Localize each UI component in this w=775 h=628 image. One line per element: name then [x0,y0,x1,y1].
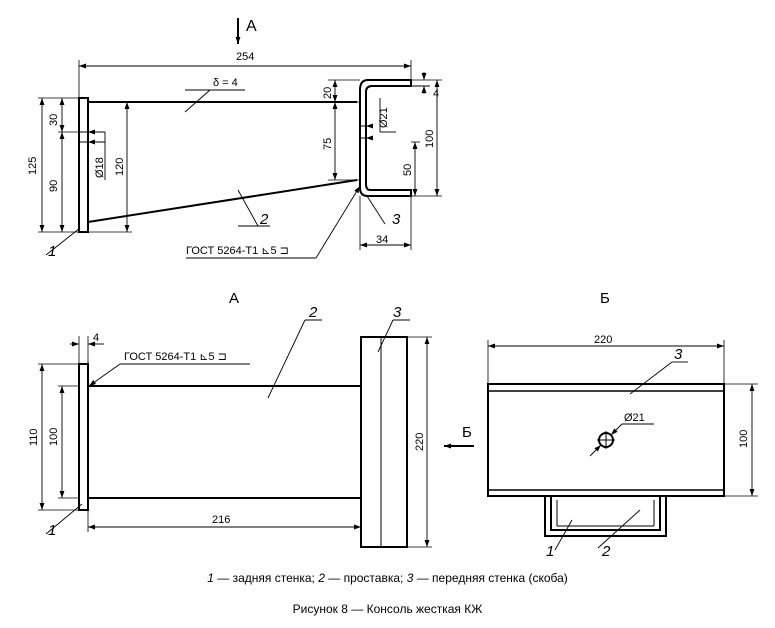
dim-a-100-label: 100 [48,428,60,446]
dim-b-21 [589,444,602,457]
leader-p2-top [237,189,259,227]
leader-p2-a [267,319,306,399]
dim-b-100-label: 100 [738,430,750,448]
part-ref-3-top: 3 [392,211,401,228]
spacer-a [87,385,362,499]
parts-legend: 1 — задняя стенка; 2 — проставка; 3 — пе… [0,571,775,585]
part-ref-1-a: 1 [48,522,56,539]
view-a: А [28,290,474,548]
view-arrow-b-label: Б [462,424,472,441]
part-ref-2-top: 2 [259,211,269,228]
part-ref-1-b: 1 [546,543,554,560]
console-drawing: А [27,18,758,560]
weld-note-a: ГОСТ 5264-Т1 ⊾5 ⊐ [124,351,227,363]
part-ref-3-a: 3 [393,304,402,321]
dim-20-label: 20 [322,87,334,99]
side-view: А [27,18,442,260]
dim-4-label: 4 [433,88,439,100]
dim-254-label: 254 [236,51,254,63]
legend-text-3: — передняя стенка (скоба) [413,571,568,585]
legend-text-1: — задняя стенка; [213,571,319,585]
dim-34-label: 34 [376,234,388,246]
leader-p2-b [597,509,641,549]
dim-a-216-label: 216 [212,514,230,526]
part-ref-1-top: 1 [48,243,56,260]
legend-num-1: 1 [207,571,214,585]
thickness-label: δ = 4 [213,77,238,89]
weld-leader-a [88,363,121,387]
front-wall-a [360,336,408,548]
figure-caption: Рисунок 8 — Консоль жесткая КЖ [292,602,483,616]
weld-note-top: ГОСТ 5264-Т1 ⊾5 ⊐ [186,245,289,257]
leader-p1-a [45,503,83,535]
leader-p3-top [366,195,386,225]
legend-num-3: 3 [406,571,414,585]
dim-30-label: 30 [48,114,60,126]
dim-21-label: Ø21 [378,107,390,128]
dim-75-label: 75 [322,138,334,150]
dim-a-220-label: 220 [414,433,426,451]
dim-18-label: Ø18 [94,157,106,178]
back-wall [78,97,89,233]
leader-p3-b [629,361,673,395]
part-ref-2-b: 2 [601,543,611,560]
legend-text-2: — проставка; [324,571,407,585]
part-ref-2-a: 2 [308,304,318,321]
weld-leader-top [315,185,361,259]
view-a-title: А [229,290,239,307]
back-wall-a [78,363,89,511]
legend-num-2: 2 [318,571,325,585]
view-arrow-a-label: А [246,18,257,35]
leader-p3-a [377,319,394,353]
view-b-title: Б [600,290,610,307]
dim-b-21-label: Ø21 [624,412,645,424]
part-ref-3-b: 3 [674,346,683,363]
dim-50-label: 50 [402,164,414,176]
leader-p1-b [554,519,573,551]
view-b: Б 220 100 Ø21 [487,290,758,560]
dim-a-4-label: 4 [93,332,99,344]
leader-p1-top [45,227,81,256]
dim-125-label: 125 [27,157,39,175]
spacer [87,101,358,223]
dim-120-label: 120 [114,158,126,176]
front-wall-bracket [359,79,412,197]
spacer-b [544,496,667,537]
dim-b-220-label: 220 [594,334,612,346]
dim-90-label: 90 [48,180,60,192]
dim-100-label: 100 [424,130,436,148]
dim-a-110-label: 110 [28,428,40,446]
front-wall-b [487,383,725,497]
